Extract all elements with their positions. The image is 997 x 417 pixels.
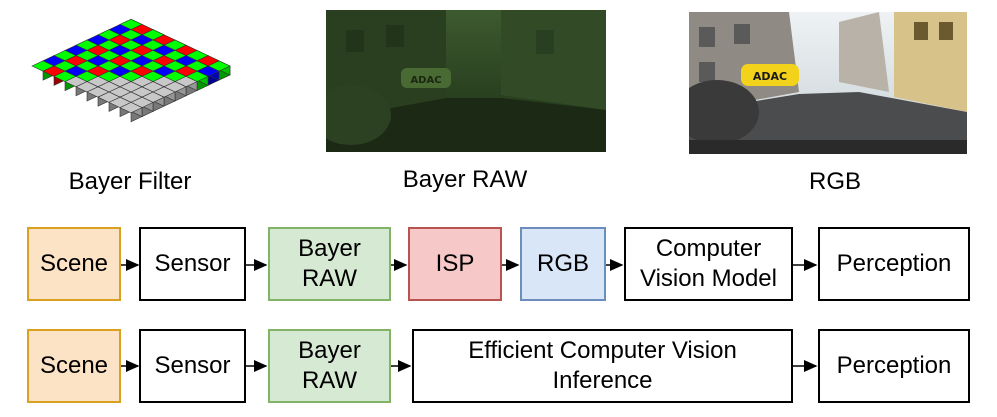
rgb-sign-text: ADAC <box>753 70 787 83</box>
caption-bayer-filter: Bayer Filter <box>68 168 192 195</box>
top-bayer-raw-line2: RAW <box>301 265 358 292</box>
top-bayer-raw-box: Bayer RAW <box>268 227 391 301</box>
bayer-sensor-cell <box>119 101 143 123</box>
bottom-bayer-raw-line1: Bayer <box>298 337 361 364</box>
bottom-scene-label: Scene <box>39 352 109 379</box>
top-isp-box: ISP <box>408 227 502 301</box>
top-rgb-box: RGB <box>520 227 606 301</box>
bottom-sensor-box: Sensor <box>139 329 246 403</box>
top-cv-model-line1: Computer <box>655 235 762 262</box>
top-cv-model-line2: Vision Model <box>640 265 777 292</box>
bottom-perception-label: Perception <box>836 352 952 379</box>
bottom-efficient-line2: Inference <box>552 367 653 394</box>
top-scene-label: Scene <box>39 250 109 277</box>
rgb-image: ADAC <box>689 12 967 154</box>
top-bayer-raw-line1: Bayer <box>298 235 361 262</box>
bottom-efficient-inference-box: Efficient Computer Vision Inference <box>412 329 793 403</box>
top-scene-box: Scene <box>27 227 121 301</box>
bottom-sensor-label: Sensor <box>154 352 231 379</box>
bayer-raw-image: ADAC <box>326 10 606 152</box>
bottom-efficient-line1: Efficient Computer Vision <box>468 337 737 364</box>
top-isp-label: ISP <box>435 250 475 277</box>
top-sensor-label: Sensor <box>154 250 231 277</box>
top-perception-box: Perception <box>818 227 970 301</box>
top-perception-label: Perception <box>836 250 952 277</box>
bayer-sensor-cell <box>130 96 154 118</box>
bottom-perception-box: Perception <box>818 329 970 403</box>
bayer-sensor-cell <box>141 91 165 112</box>
bottom-bayer-raw-box: Bayer RAW <box>268 329 391 403</box>
raw-sign-text: ADAC <box>410 75 441 86</box>
bottom-scene-box: Scene <box>27 329 121 403</box>
caption-bayer-raw: Bayer RAW <box>402 166 528 193</box>
bottom-bayer-raw-line2: RAW <box>301 367 358 394</box>
bayer-filter-illustration <box>31 18 231 123</box>
bayer-sensor-cell <box>152 86 176 107</box>
top-sensor-box: Sensor <box>139 227 246 301</box>
top-cv-model-box: Computer Vision Model <box>624 227 793 301</box>
caption-rgb: RGB <box>808 168 861 195</box>
top-rgb-label: RGB <box>536 250 589 277</box>
